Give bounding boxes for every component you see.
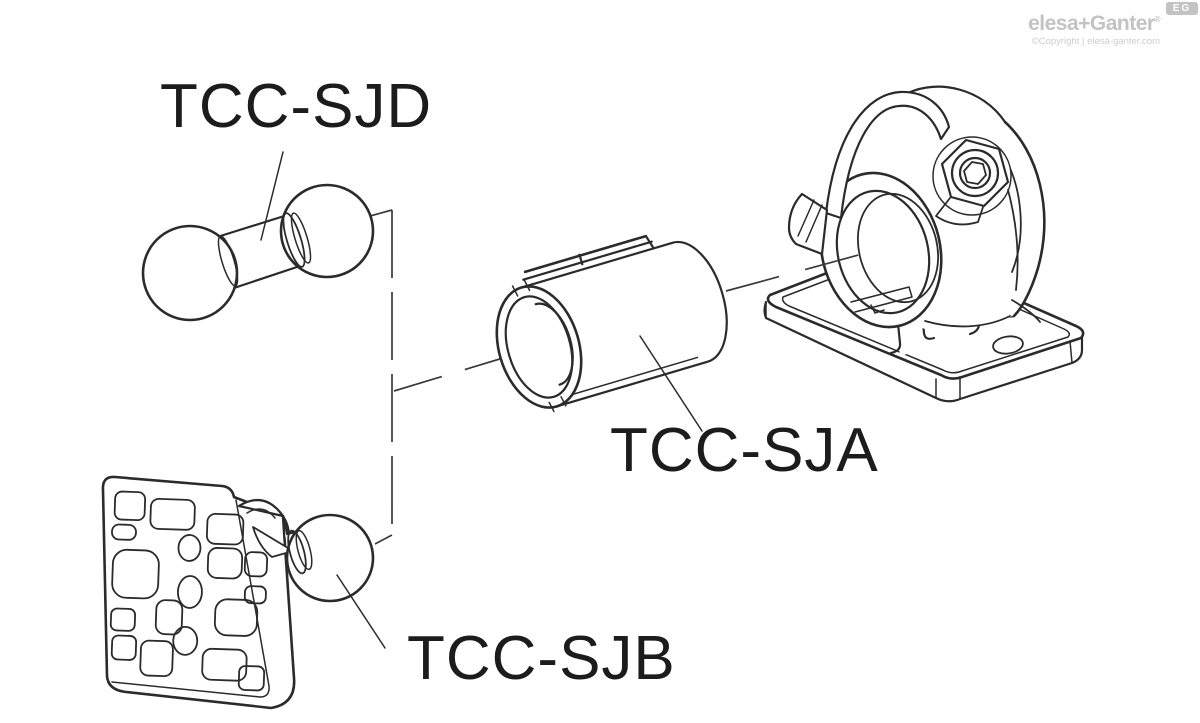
leader-line-sja — [639, 335, 703, 432]
screw-head-circle-outer — [950, 148, 1000, 198]
part-clamp-connector — [763, 85, 1085, 403]
clamp-body-bottom — [924, 315, 1011, 328]
sleeve-slot-far-edge — [523, 234, 648, 274]
clamp-split-tab — [787, 192, 829, 256]
label-tcc-sja: TCC-SJA — [610, 416, 879, 485]
collar-bore-back — [856, 192, 940, 304]
label-tcc-sjb: TCC-SJB — [407, 624, 676, 693]
leader-line-sjd — [260, 151, 284, 241]
part-double-ball-stud — [141, 151, 375, 322]
sleeve-slot-near-edge — [522, 234, 655, 281]
clamp-base-corner-lines — [765, 301, 1073, 400]
clamp-back-lobe — [906, 85, 1007, 124]
clamp-body-right-silhouette — [1003, 120, 1046, 318]
screw-head-circle-inner — [958, 156, 992, 190]
clamp-front-lobe — [824, 90, 951, 220]
clamp-base-bottom-edge — [763, 300, 1084, 403]
plate-clip-flap — [252, 526, 294, 558]
plate-ball — [285, 513, 375, 603]
brand-watermark: EG elesa+Ganter® ©Copyright | elesa-gant… — [1000, 0, 1200, 56]
dash-corner-bottom — [374, 534, 393, 545]
brand-logo: elesa+Ganter® — [1028, 12, 1160, 36]
part-plate-ball-stud — [101, 475, 386, 710]
clamp-base-fillet — [1011, 299, 1041, 323]
stud-neck-ring-right-inner — [290, 212, 312, 264]
collar-bore-seat — [850, 286, 913, 314]
clamp-leg-left — [889, 302, 936, 355]
stud-shaft-bottom-edge — [232, 261, 311, 290]
stud-ball-right — [279, 183, 375, 279]
plate-thickness-edge — [111, 499, 270, 698]
copyright-line: ©Copyright | elesa-ganter.com — [1031, 36, 1160, 47]
brand-logo-text: elesa+Ganter — [1028, 12, 1155, 35]
dash-corner-top — [369, 209, 393, 217]
clamp-base-hole — [992, 335, 1024, 355]
stud-neck-ring-right-outer — [282, 212, 306, 268]
axis-line-right — [725, 252, 867, 292]
sleeve-bottom-inner-edge — [559, 356, 699, 399]
leader-line-sjb — [336, 574, 386, 649]
plate-waffle-pattern — [109, 490, 269, 692]
sleeve-bore-arc — [534, 302, 574, 386]
clamp-split-gap-lines — [797, 199, 823, 243]
label-tcc-sjd: TCC-SJD — [160, 72, 432, 141]
screw-hex-socket — [963, 161, 987, 185]
sleeve-ring-notches — [511, 279, 567, 413]
plate-clip-inner — [246, 508, 276, 519]
plate-ball-neck-inner — [295, 529, 313, 571]
screw-boss-edge — [1007, 189, 1019, 291]
eg-badge: EG — [1166, 2, 1198, 15]
registered-mark: ® — [1154, 15, 1161, 24]
plate-ball-neck-outer — [287, 529, 307, 575]
plate-outline — [101, 475, 296, 710]
stud-ball-left — [141, 224, 239, 322]
screw-boss-seat — [935, 197, 984, 226]
stud-neck-ring-left — [217, 235, 239, 287]
part-split-sleeve — [495, 234, 728, 413]
